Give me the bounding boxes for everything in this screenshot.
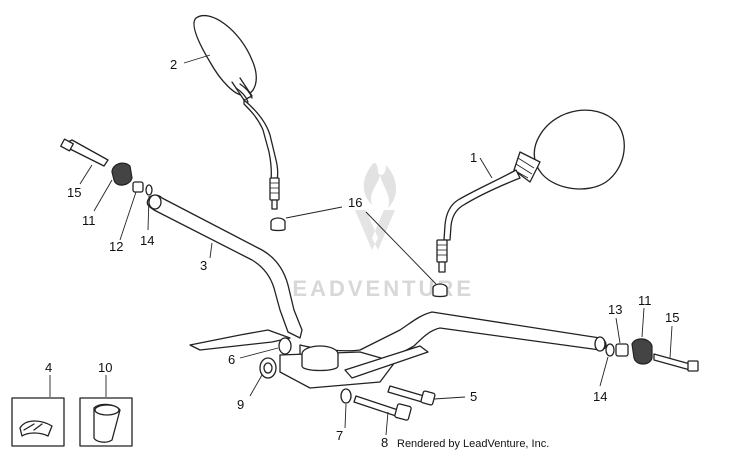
- screw-15-left: [60, 138, 109, 167]
- callout-6: 6: [228, 352, 235, 367]
- bar-end-weight-11-right: [631, 338, 653, 365]
- bolt-5: [387, 385, 436, 406]
- callout-11-right: 11: [638, 293, 652, 308]
- callout-4: 4: [45, 360, 52, 375]
- callout-14-left: 14: [140, 233, 154, 248]
- callout-3: 3: [200, 258, 207, 273]
- callout-2: 2: [170, 57, 177, 72]
- callout-15-right: 15: [665, 310, 679, 325]
- insert-13-right: [615, 343, 629, 357]
- bushing-9: [259, 357, 277, 379]
- callout-13: 13: [608, 302, 622, 317]
- washer-7: [340, 388, 352, 404]
- leader-lines: [49, 54, 673, 436]
- nut-16-left: [270, 217, 286, 232]
- part-4-clip-box: [11, 397, 65, 447]
- washer-14-left: [145, 184, 153, 196]
- callout-15-left: 15: [67, 185, 81, 200]
- callout-14-right: 14: [593, 389, 607, 404]
- callout-12: 12: [109, 239, 123, 254]
- nut-16-right: [432, 283, 448, 298]
- mirror-left: [193, 14, 280, 210]
- callout-11-left: 11: [82, 213, 96, 228]
- mirror-right: [436, 109, 625, 273]
- spacer-6: [278, 337, 292, 355]
- callout-8: 8: [381, 435, 388, 450]
- callout-1: 1: [470, 150, 477, 165]
- screw-15-right: [653, 353, 699, 372]
- callout-5: 5: [470, 389, 477, 404]
- callout-16: 16: [348, 195, 362, 210]
- handlebar: [146, 194, 607, 389]
- washer-14-right: [605, 343, 615, 357]
- callout-labels: 1 2 3 4 5 6 7 8 9 10 11 11 12 13 14 14 1…: [45, 57, 679, 450]
- rendered-by-credit: Rendered by LeadVenture, Inc.: [397, 438, 549, 450]
- bolt-8: [353, 395, 412, 421]
- part-10-grip-box: [79, 397, 133, 447]
- bar-end-weight-11-left: [111, 162, 133, 186]
- callout-9: 9: [237, 397, 244, 412]
- callout-7: 7: [336, 428, 343, 443]
- insert-12-left: [132, 181, 144, 193]
- callout-10: 10: [98, 360, 112, 375]
